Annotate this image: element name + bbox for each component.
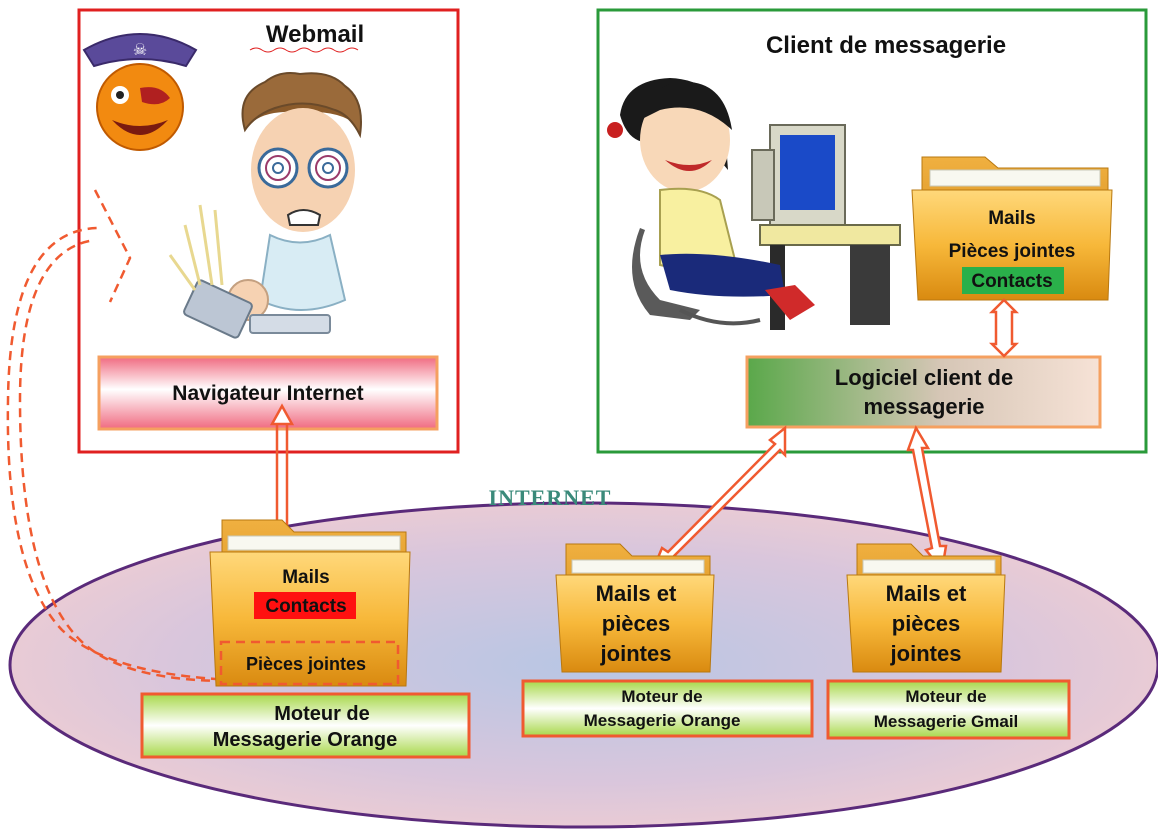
engine-orange-client-box [521, 679, 814, 738]
engine-orange-client-line2: Messagerie Orange [584, 711, 741, 730]
engine-orange-web-box [140, 692, 471, 759]
client-title: Client de messagerie [766, 32, 1006, 59]
gmail-folder-line1: Mails et [886, 581, 967, 606]
client-software-line1: Logiciel client de [835, 365, 1013, 390]
orange-web-folder-line3: Pièces jointes [246, 654, 366, 674]
contacts-highlight-green [962, 267, 1064, 294]
spellcheck-underline [249, 47, 359, 53]
client-folder-line2: Pièces jointes [949, 241, 1076, 262]
engine-orange-client-line1: Moteur de [621, 687, 702, 706]
engine-gmail-line1: Moteur de [905, 687, 986, 706]
browser-label: Navigateur Internet [172, 382, 363, 405]
orange-client-folder-icon [555, 543, 715, 673]
engine-orange-web-line2: Messagerie Orange [213, 729, 398, 751]
pirate-emoji-icon: ☠ [82, 33, 198, 151]
gmail-folder-icon [846, 543, 1006, 673]
orange-client-folder-line3: jointes [600, 641, 672, 666]
engine-gmail-line2: Messagerie Gmail [874, 712, 1019, 731]
frustrated-user-illustration [168, 72, 362, 339]
girl-at-computer-illustration [607, 78, 901, 330]
attachments-dashed-box [219, 640, 400, 686]
arrow-folder-to-software [988, 298, 1020, 358]
client-software-box [745, 355, 1102, 429]
client-software-line2: messagerie [863, 394, 984, 419]
engine-orange-web-line1: Moteur de [274, 703, 370, 725]
dashed-attachment-arrow [6, 189, 236, 683]
contacts-highlight-red [254, 592, 356, 619]
client-folder-line1: Mails [988, 208, 1036, 229]
gmail-folder-line2: pièces [892, 611, 961, 636]
orange-client-folder-line2: pièces [602, 611, 671, 636]
orange-client-folder-line1: Mails et [596, 581, 677, 606]
client-folder-line3: Contacts [971, 271, 1052, 292]
svg-text:☠: ☠ [133, 42, 147, 59]
gmail-folder-line3: jointes [890, 641, 962, 666]
webmail-title: Webmail [266, 21, 364, 48]
internet-label: INTERNET [489, 485, 612, 510]
engine-gmail-box [826, 679, 1071, 740]
orange-web-folder-line1: Mails [282, 567, 330, 588]
browser-box [97, 355, 439, 431]
orange-web-folder-line2: Contacts [265, 596, 346, 617]
